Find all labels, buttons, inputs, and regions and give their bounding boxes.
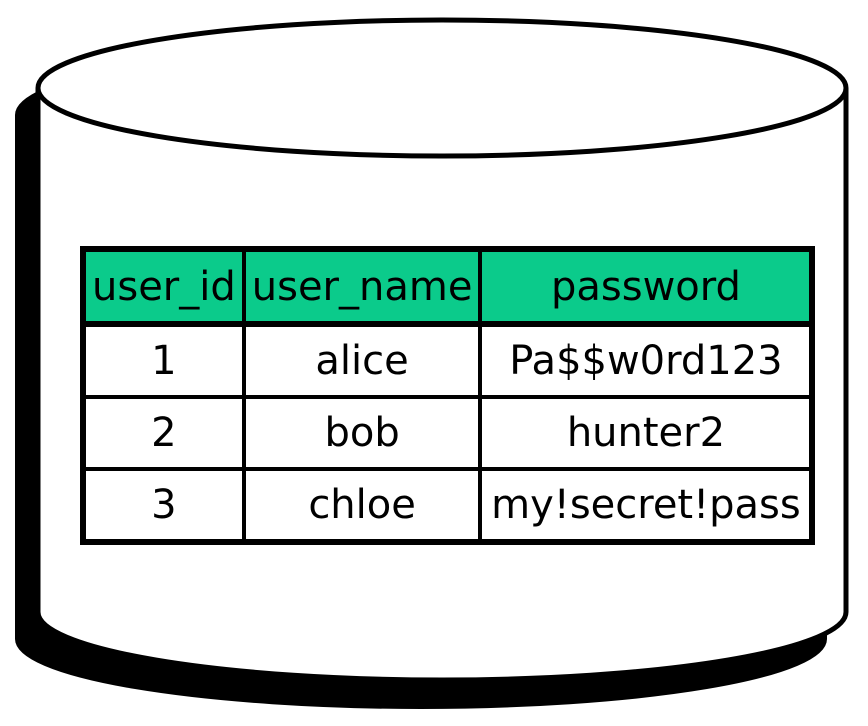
table-cell-password: Pa$$w0rd123 [478,322,815,399]
header-cell: user_name [241,247,483,327]
table-cell-user-id: 1 [81,322,246,399]
table-cell-password: my!secret!pass [478,467,815,544]
header-row: user_id user_name password [81,247,815,327]
table-row: 1 alice Pa$$w0rd123 [81,322,815,399]
table-cell-user-name: alice [241,322,483,399]
table-cell-user-name: bob [241,395,483,471]
header-cell: user_id [81,247,246,327]
cylinder-top-ellipse [35,17,849,159]
table-cell-user-id: 2 [81,395,246,471]
table-row: 2 bob hunter2 [81,395,815,471]
table-cell-user-id: 3 [81,467,246,544]
table-cell-user-name: chloe [241,467,483,544]
header-cell: password [478,247,815,327]
table-cell-password: hunter2 [478,395,815,471]
table-row: 3 chloe my!secret!pass [81,467,815,544]
users-table: user_id user_name password 1 alice Pa$$w… [80,246,816,545]
